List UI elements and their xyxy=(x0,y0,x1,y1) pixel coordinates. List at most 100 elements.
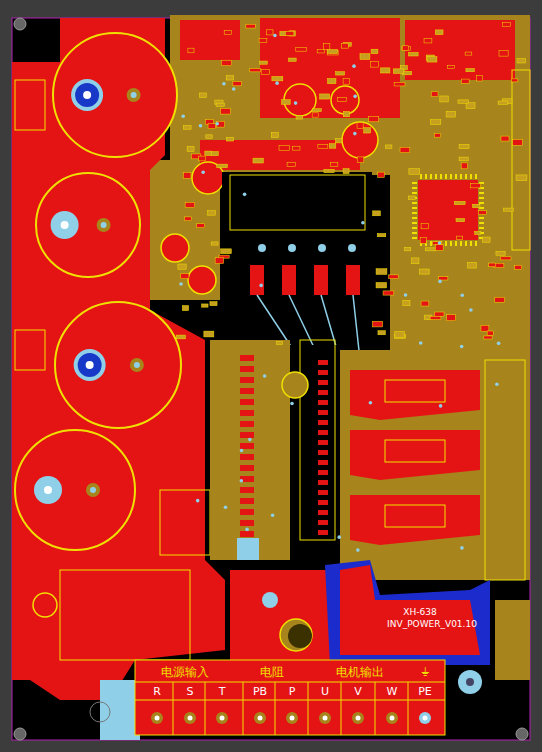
capacitor-drill xyxy=(131,92,137,98)
ic-pin xyxy=(412,212,417,214)
smd-part xyxy=(461,79,469,83)
smd-resistor xyxy=(240,476,254,482)
smd-part xyxy=(335,139,341,143)
smd-resistor xyxy=(318,530,328,535)
capacitor-pad xyxy=(97,218,111,232)
silkscreen-function-label: 电阻 xyxy=(260,666,284,678)
smd-part xyxy=(419,269,429,274)
smd-part xyxy=(395,332,404,338)
smd-part xyxy=(197,224,205,228)
ic-pin xyxy=(479,197,484,199)
via xyxy=(258,244,266,252)
smd-part xyxy=(371,49,378,53)
smd-part xyxy=(329,144,335,149)
smd-part xyxy=(427,57,437,62)
smd-part xyxy=(337,98,346,102)
via xyxy=(348,244,356,252)
smd-part xyxy=(484,336,492,339)
ic-pin xyxy=(412,202,417,204)
smd-part xyxy=(457,236,463,240)
smd-resistor xyxy=(318,430,328,435)
mounting-hole xyxy=(14,728,26,740)
smd-part xyxy=(188,48,194,53)
gate-driver-pour xyxy=(350,370,480,420)
copper-area xyxy=(405,20,515,80)
copper-area xyxy=(260,18,400,118)
smd-part xyxy=(402,46,408,51)
terminal-screw-pad xyxy=(184,712,196,724)
capacitor-outline xyxy=(342,122,378,158)
via xyxy=(438,241,442,245)
smd-part xyxy=(487,331,493,335)
ic-pin xyxy=(479,202,484,204)
smd-part xyxy=(459,144,469,148)
gate-driver-pour xyxy=(350,430,480,480)
via xyxy=(181,114,185,118)
via xyxy=(352,64,356,68)
smd-resistor xyxy=(240,465,254,471)
component-outline xyxy=(15,80,45,130)
terminal-screw-pad xyxy=(386,712,398,724)
smd-part xyxy=(470,184,480,188)
smd-resistor xyxy=(318,460,328,465)
smd-part xyxy=(259,38,267,42)
via xyxy=(460,294,464,298)
capacitor-pad xyxy=(51,211,79,239)
smd-part xyxy=(446,111,455,117)
via xyxy=(215,122,219,126)
terminal-row-line xyxy=(135,700,445,701)
ic-pin xyxy=(412,232,417,234)
smd-resistor xyxy=(240,399,254,405)
terminal-name: P xyxy=(289,686,296,697)
ic-pin xyxy=(465,241,467,246)
smd-part xyxy=(435,30,443,35)
ic-pin xyxy=(455,174,457,179)
capacitor-pad xyxy=(34,476,62,504)
ic-pin xyxy=(435,174,437,179)
smd-resistor xyxy=(240,498,254,504)
terminal-drill xyxy=(323,716,328,721)
smd-part xyxy=(482,237,490,242)
terminal-screw-pad xyxy=(216,712,228,724)
smd-resistor xyxy=(318,440,328,445)
smd-part xyxy=(220,109,230,115)
terminal-divider xyxy=(408,682,409,735)
smd-resistor xyxy=(318,420,328,425)
terminal-drill xyxy=(155,716,160,721)
silkscreen-function-label: 电源输入 xyxy=(161,666,209,678)
ic-pin xyxy=(450,174,452,179)
terminal-name: PB xyxy=(253,686,267,697)
capacitor-drill xyxy=(61,221,69,229)
capacitor-pad xyxy=(76,351,104,379)
smd-part xyxy=(253,158,263,163)
terminal-drill xyxy=(258,716,263,721)
smd-resistor xyxy=(318,410,328,415)
ic-pin xyxy=(412,222,417,224)
smd-resistor xyxy=(240,410,254,416)
smd-part xyxy=(409,169,420,175)
pad xyxy=(262,592,278,608)
smd-part xyxy=(389,275,399,279)
component-outline xyxy=(385,505,445,527)
smd-part xyxy=(211,152,218,156)
terminal-divider xyxy=(275,682,276,735)
terminal-drill xyxy=(356,716,361,721)
connector-outline xyxy=(485,360,525,580)
ic-pin xyxy=(440,174,442,179)
smd-part xyxy=(376,269,387,275)
smd-part xyxy=(320,94,330,99)
smd-part xyxy=(181,274,189,279)
smd-resistor xyxy=(240,366,254,372)
signal-layer-area xyxy=(390,170,530,350)
capacitor-drill xyxy=(134,362,140,368)
component-outline xyxy=(385,380,445,402)
smd-part xyxy=(246,24,255,28)
via xyxy=(271,513,275,517)
terminal-name: W xyxy=(387,686,398,697)
via xyxy=(290,402,294,406)
igbt-area xyxy=(222,172,372,332)
smd-part xyxy=(466,103,475,109)
signal-layer-area xyxy=(170,15,530,175)
smd-part xyxy=(317,50,324,53)
